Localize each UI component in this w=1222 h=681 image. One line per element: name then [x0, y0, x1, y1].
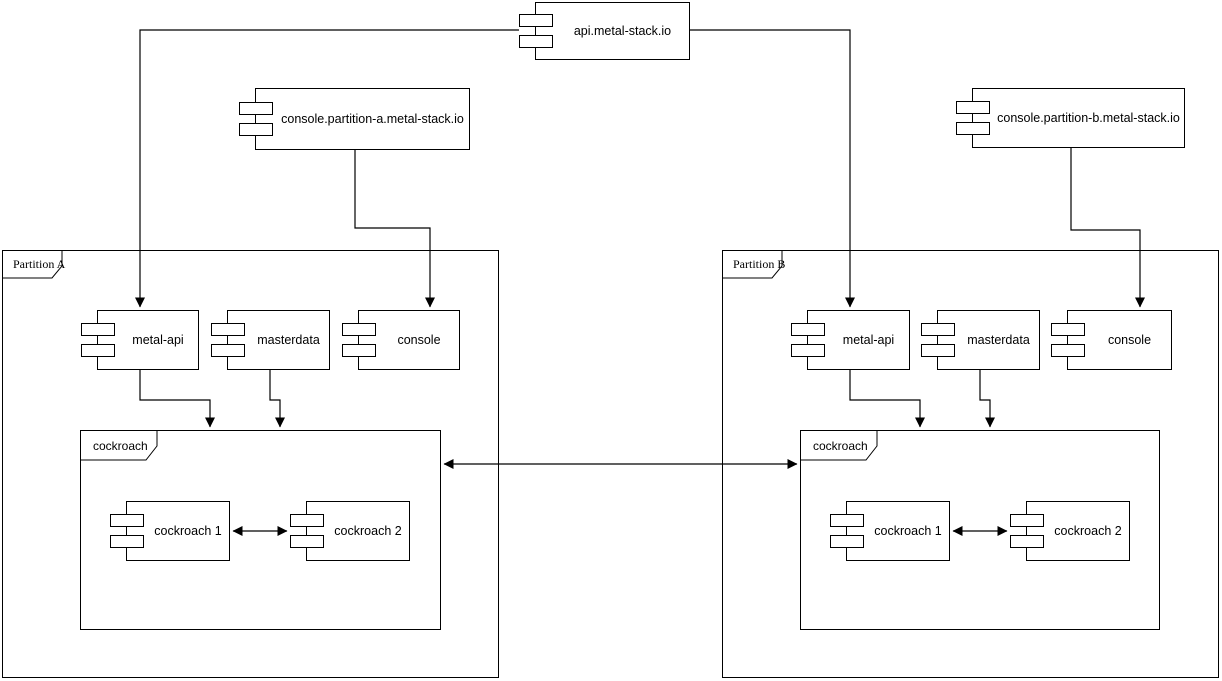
- cockroach-frame-a-label: cockroach: [93, 439, 148, 453]
- uml-component-icon: [519, 10, 553, 52]
- component-label: masterdata: [967, 333, 1030, 347]
- component-b-console[interactable]: console: [1051, 310, 1172, 370]
- component-label: metal-api: [132, 333, 184, 347]
- component-label: cockroach 2: [334, 524, 402, 538]
- cockroach-frame-b-label: cockroach: [813, 439, 868, 453]
- component-label: console: [397, 333, 441, 347]
- uml-component-icon: [290, 510, 324, 552]
- component-label: console: [1107, 333, 1152, 347]
- component-label: cockroach 1: [874, 524, 942, 538]
- uml-component-icon: [110, 510, 144, 552]
- uml-component-icon: [1010, 510, 1044, 552]
- component-a-console[interactable]: console: [342, 310, 460, 370]
- component-b-metal-api[interactable]: metal-api: [791, 310, 910, 370]
- uml-component-icon: [81, 319, 115, 361]
- uml-component-icon: [830, 510, 864, 552]
- component-a-cockroach-1[interactable]: cockroach 1: [110, 501, 230, 561]
- component-label: masterdata: [257, 333, 320, 347]
- component-a-cockroach-2[interactable]: cockroach 2: [290, 501, 410, 561]
- component-a-metal-api[interactable]: metal-api: [81, 310, 199, 370]
- component-b-cockroach-2[interactable]: cockroach 2: [1010, 501, 1130, 561]
- uml-component-icon: [921, 319, 955, 361]
- uml-component-icon: [1051, 319, 1085, 361]
- uml-component-icon: [239, 98, 273, 140]
- partition-b-label: Partition B: [733, 257, 786, 271]
- component-b-masterdata[interactable]: masterdata: [921, 310, 1040, 370]
- component-label: cockroach 1: [154, 524, 222, 538]
- uml-component-icon: [211, 319, 245, 361]
- component-console-partition-a[interactable]: console.partition-a.metal-stack.io: [239, 88, 470, 150]
- component-b-cockroach-1[interactable]: cockroach 1: [830, 501, 950, 561]
- component-label: metal-api: [842, 333, 895, 347]
- uml-component-icon: [342, 319, 376, 361]
- component-label: console.partition-b.metal-stack.io: [997, 111, 1180, 125]
- component-label: api.metal-stack.io: [573, 24, 672, 38]
- component-label: cockroach 2: [1054, 524, 1122, 538]
- component-api-metal-stack-io[interactable]: api.metal-stack.io: [519, 2, 690, 60]
- component-a-masterdata[interactable]: masterdata: [211, 310, 330, 370]
- component-console-partition-b[interactable]: console.partition-b.metal-stack.io: [956, 88, 1185, 148]
- uml-component-icon: [791, 319, 825, 361]
- uml-component-icon: [956, 97, 990, 139]
- partition-a-label: Partition A: [13, 257, 66, 271]
- component-label: console.partition-a.metal-stack.io: [281, 112, 464, 126]
